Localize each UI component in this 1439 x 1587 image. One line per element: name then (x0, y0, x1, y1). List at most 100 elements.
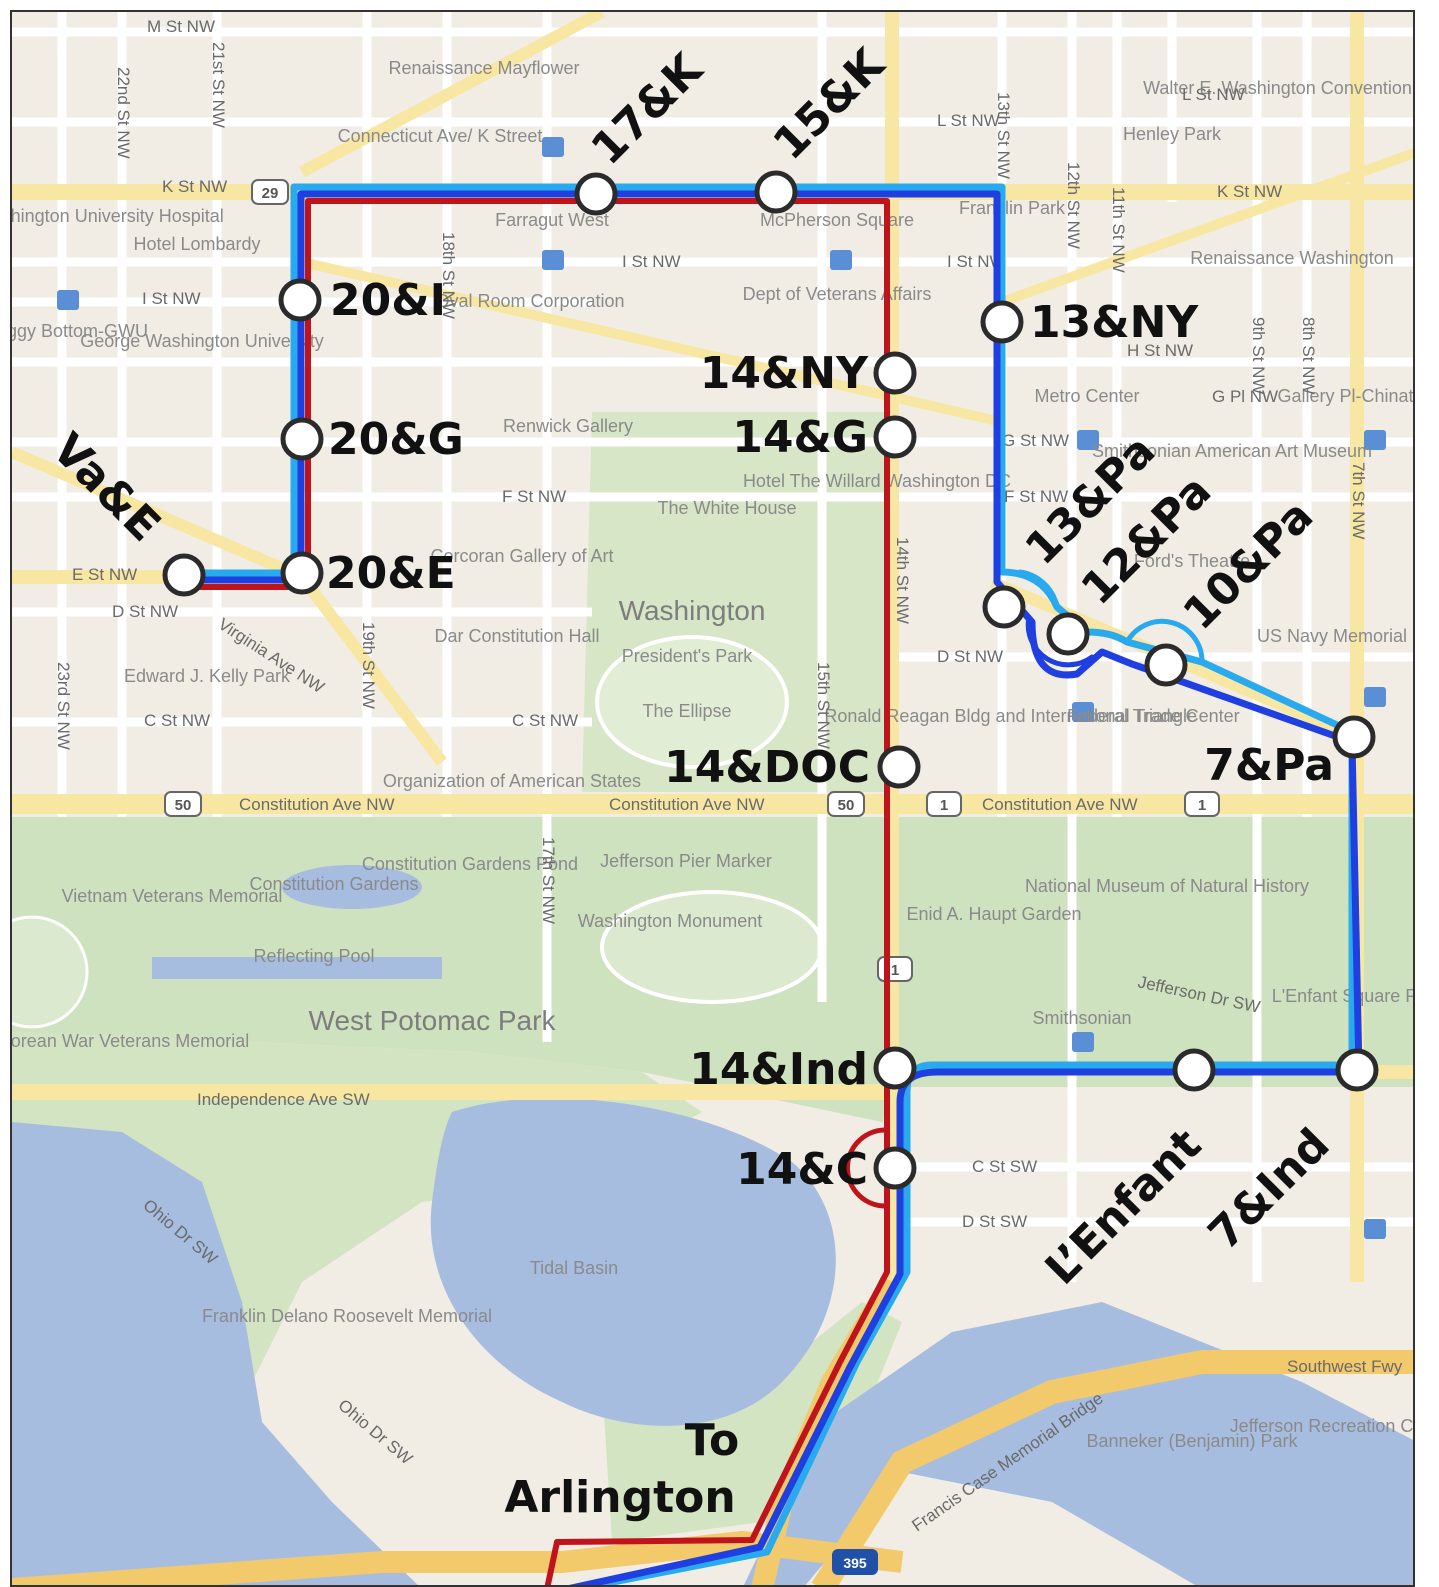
metro-icon (1364, 430, 1386, 450)
kelly-park-label: Edward J. Kelly Park (124, 666, 291, 686)
willard-label: Hotel The Willard Washington DC (743, 471, 1011, 491)
d-st-sw-label: D St SW (962, 1212, 1027, 1231)
stop-label: 13&NY (1030, 297, 1199, 348)
metro-markers (57, 137, 1386, 1239)
jefferson-pier-label: Jefferson Pier Marker (600, 851, 772, 871)
veterans-affairs-label: Dept of Veterans Affairs (743, 284, 932, 304)
stop-20-e[interactable]: 20&E (280, 548, 456, 599)
destination-line-1: To (685, 1415, 739, 1466)
stop-label: 20&E (326, 548, 456, 599)
l-st-label: L St NW (937, 111, 1000, 130)
constitution-pond-label: Constitution Gardens Pond (362, 854, 578, 874)
stop-14-ind[interactable]: 14&Ind (689, 1044, 917, 1095)
ellipse-label: The Ellipse (642, 701, 731, 721)
23rd-st-label: 23rd St NW (54, 662, 73, 750)
southwest-fwy-label: Southwest Fwy (1287, 1357, 1403, 1376)
foggy-bottom-label: Foggy Bottom-GWU (12, 321, 148, 341)
metro-icon (1072, 702, 1094, 722)
c-st-label: C St NW (512, 711, 578, 730)
stop-14-doc[interactable]: 14&DOC (664, 742, 921, 793)
stop-20-g[interactable]: 20&G (280, 414, 464, 465)
svg-text:50: 50 (175, 797, 192, 814)
tidal-basin-label: Tidal Basin (530, 1258, 618, 1278)
route-map[interactable]: 29 50 50 1 1 1 395 Washington President'… (10, 10, 1415, 1587)
stop-label: 14&G (732, 412, 868, 463)
svg-text:395: 395 (843, 1555, 867, 1571)
presidents-park-label: President's Park (622, 646, 753, 666)
ellipse-park (595, 635, 789, 769)
mayflower-label: Renaissance Mayflower (388, 58, 579, 78)
stop-14-g[interactable]: 14&G (732, 412, 917, 463)
washington-label: Washington (619, 595, 766, 626)
stop-label: 14&C (736, 1144, 868, 1195)
us50-shield: 50 (827, 791, 865, 817)
m-st-label: M St NW (147, 17, 215, 36)
banneker-park-label: Banneker (Benjamin) Park (1086, 1431, 1298, 1451)
constitution-ave-label: Constitution Ave NW (609, 795, 765, 814)
convention-center-label: Walter E. Washington Convention Center (1143, 78, 1415, 98)
stop-13-ny[interactable]: 13&NY (980, 297, 1199, 348)
vietnam-memorial-label: Vietnam Veterans Memorial (62, 886, 283, 906)
13th-st-label: 13th St NW (994, 92, 1013, 179)
svg-text:1: 1 (891, 962, 899, 979)
stop-14-c[interactable]: 14&C (736, 1144, 917, 1195)
haupt-garden-label: Enid A. Haupt Garden (906, 904, 1081, 924)
f-st-label: F St NW (1004, 487, 1068, 506)
metro-icon (1364, 1219, 1386, 1239)
reflecting-pool-water (152, 957, 442, 979)
lenfant-square-label: L'Enfant Square Park (1272, 986, 1415, 1006)
c-st-sw-label: C St SW (972, 1157, 1037, 1176)
hotel-lombardy-label: Hotel Lombardy (133, 234, 260, 254)
oas-label: Organization of American States (383, 771, 641, 791)
h-st-label: H St NW (1127, 341, 1193, 360)
gallery-chinatown-label: Gallery Pl-Chinatown (1277, 386, 1415, 406)
f-st-label: F St NW (502, 487, 566, 506)
metro-icon (1077, 430, 1099, 450)
e-st-label: E St NW (72, 565, 137, 584)
connecticut-ave-label: Connecticut Ave/ K Street (338, 126, 543, 146)
9th-st-label: 9th St NW (1249, 317, 1268, 394)
d-st-label: D St NW (112, 602, 178, 621)
i-st-label: I St NW (142, 289, 201, 308)
fdr-memorial-label: Franklin Delano Roosevelt Memorial (202, 1306, 492, 1326)
22nd-st-label: 22nd St NW (114, 67, 133, 159)
i-st-label: I St NW (622, 252, 681, 271)
12th-st-label: 12th St NW (1064, 162, 1083, 249)
l-st-label: L St NW (1182, 85, 1245, 104)
svg-text:1: 1 (940, 797, 948, 814)
ford-theatre-label: Ford's Theatre (1134, 551, 1250, 571)
stop-label: 14&DOC (664, 742, 870, 793)
blue-route-loop (1025, 614, 1095, 668)
7th-st-label: 7th St NW (1349, 462, 1368, 539)
reflecting-pool-label: Reflecting Pool (253, 946, 374, 966)
svg-text:1: 1 (1198, 797, 1206, 814)
k-st-label: K St NW (162, 177, 227, 196)
light-blue-route-loop (1124, 618, 1205, 665)
metro-icon (830, 250, 852, 270)
gwu-label: George Washington University (80, 331, 323, 351)
metro-icon (1364, 687, 1386, 707)
21st-st-label: 21st St NW (209, 42, 228, 128)
us50-shield: 50 (164, 791, 202, 817)
constitution-gardens-label: Constitution Gardens (249, 874, 418, 894)
us1-shield: 1 (877, 956, 913, 982)
stop-14-ny[interactable]: 14&NY (700, 348, 917, 399)
independence-ave-label: Independence Ave SW (197, 1090, 370, 1109)
gw-hospital-label: George Washington University Hospital (12, 206, 224, 226)
jefferson-rec-label: Jefferson Recreation Center (1230, 1416, 1415, 1436)
us1-shield: 1 (926, 791, 962, 817)
c-st-label: C St NW (144, 711, 210, 730)
stop-label: 20&G (328, 414, 464, 465)
franklin-park-label: Franklin Park (959, 198, 1066, 218)
white-house-label: The White House (657, 498, 796, 518)
monument-grounds (600, 890, 824, 1004)
stop-7-pa[interactable]: 7&Pa (1204, 715, 1376, 791)
stop-20-i[interactable]: 20&I (278, 275, 446, 326)
metro-icon (542, 250, 564, 270)
tidal-basin-water (430, 1098, 836, 1426)
henley-park-label: Henley Park (1123, 124, 1222, 144)
i-st-label: I St NW (947, 252, 1006, 271)
15th-st-label: 15th St NW (814, 662, 833, 749)
metro-center-label: Metro Center (1034, 386, 1139, 406)
constitution-ave-label: Constitution Ave NW (982, 795, 1138, 814)
